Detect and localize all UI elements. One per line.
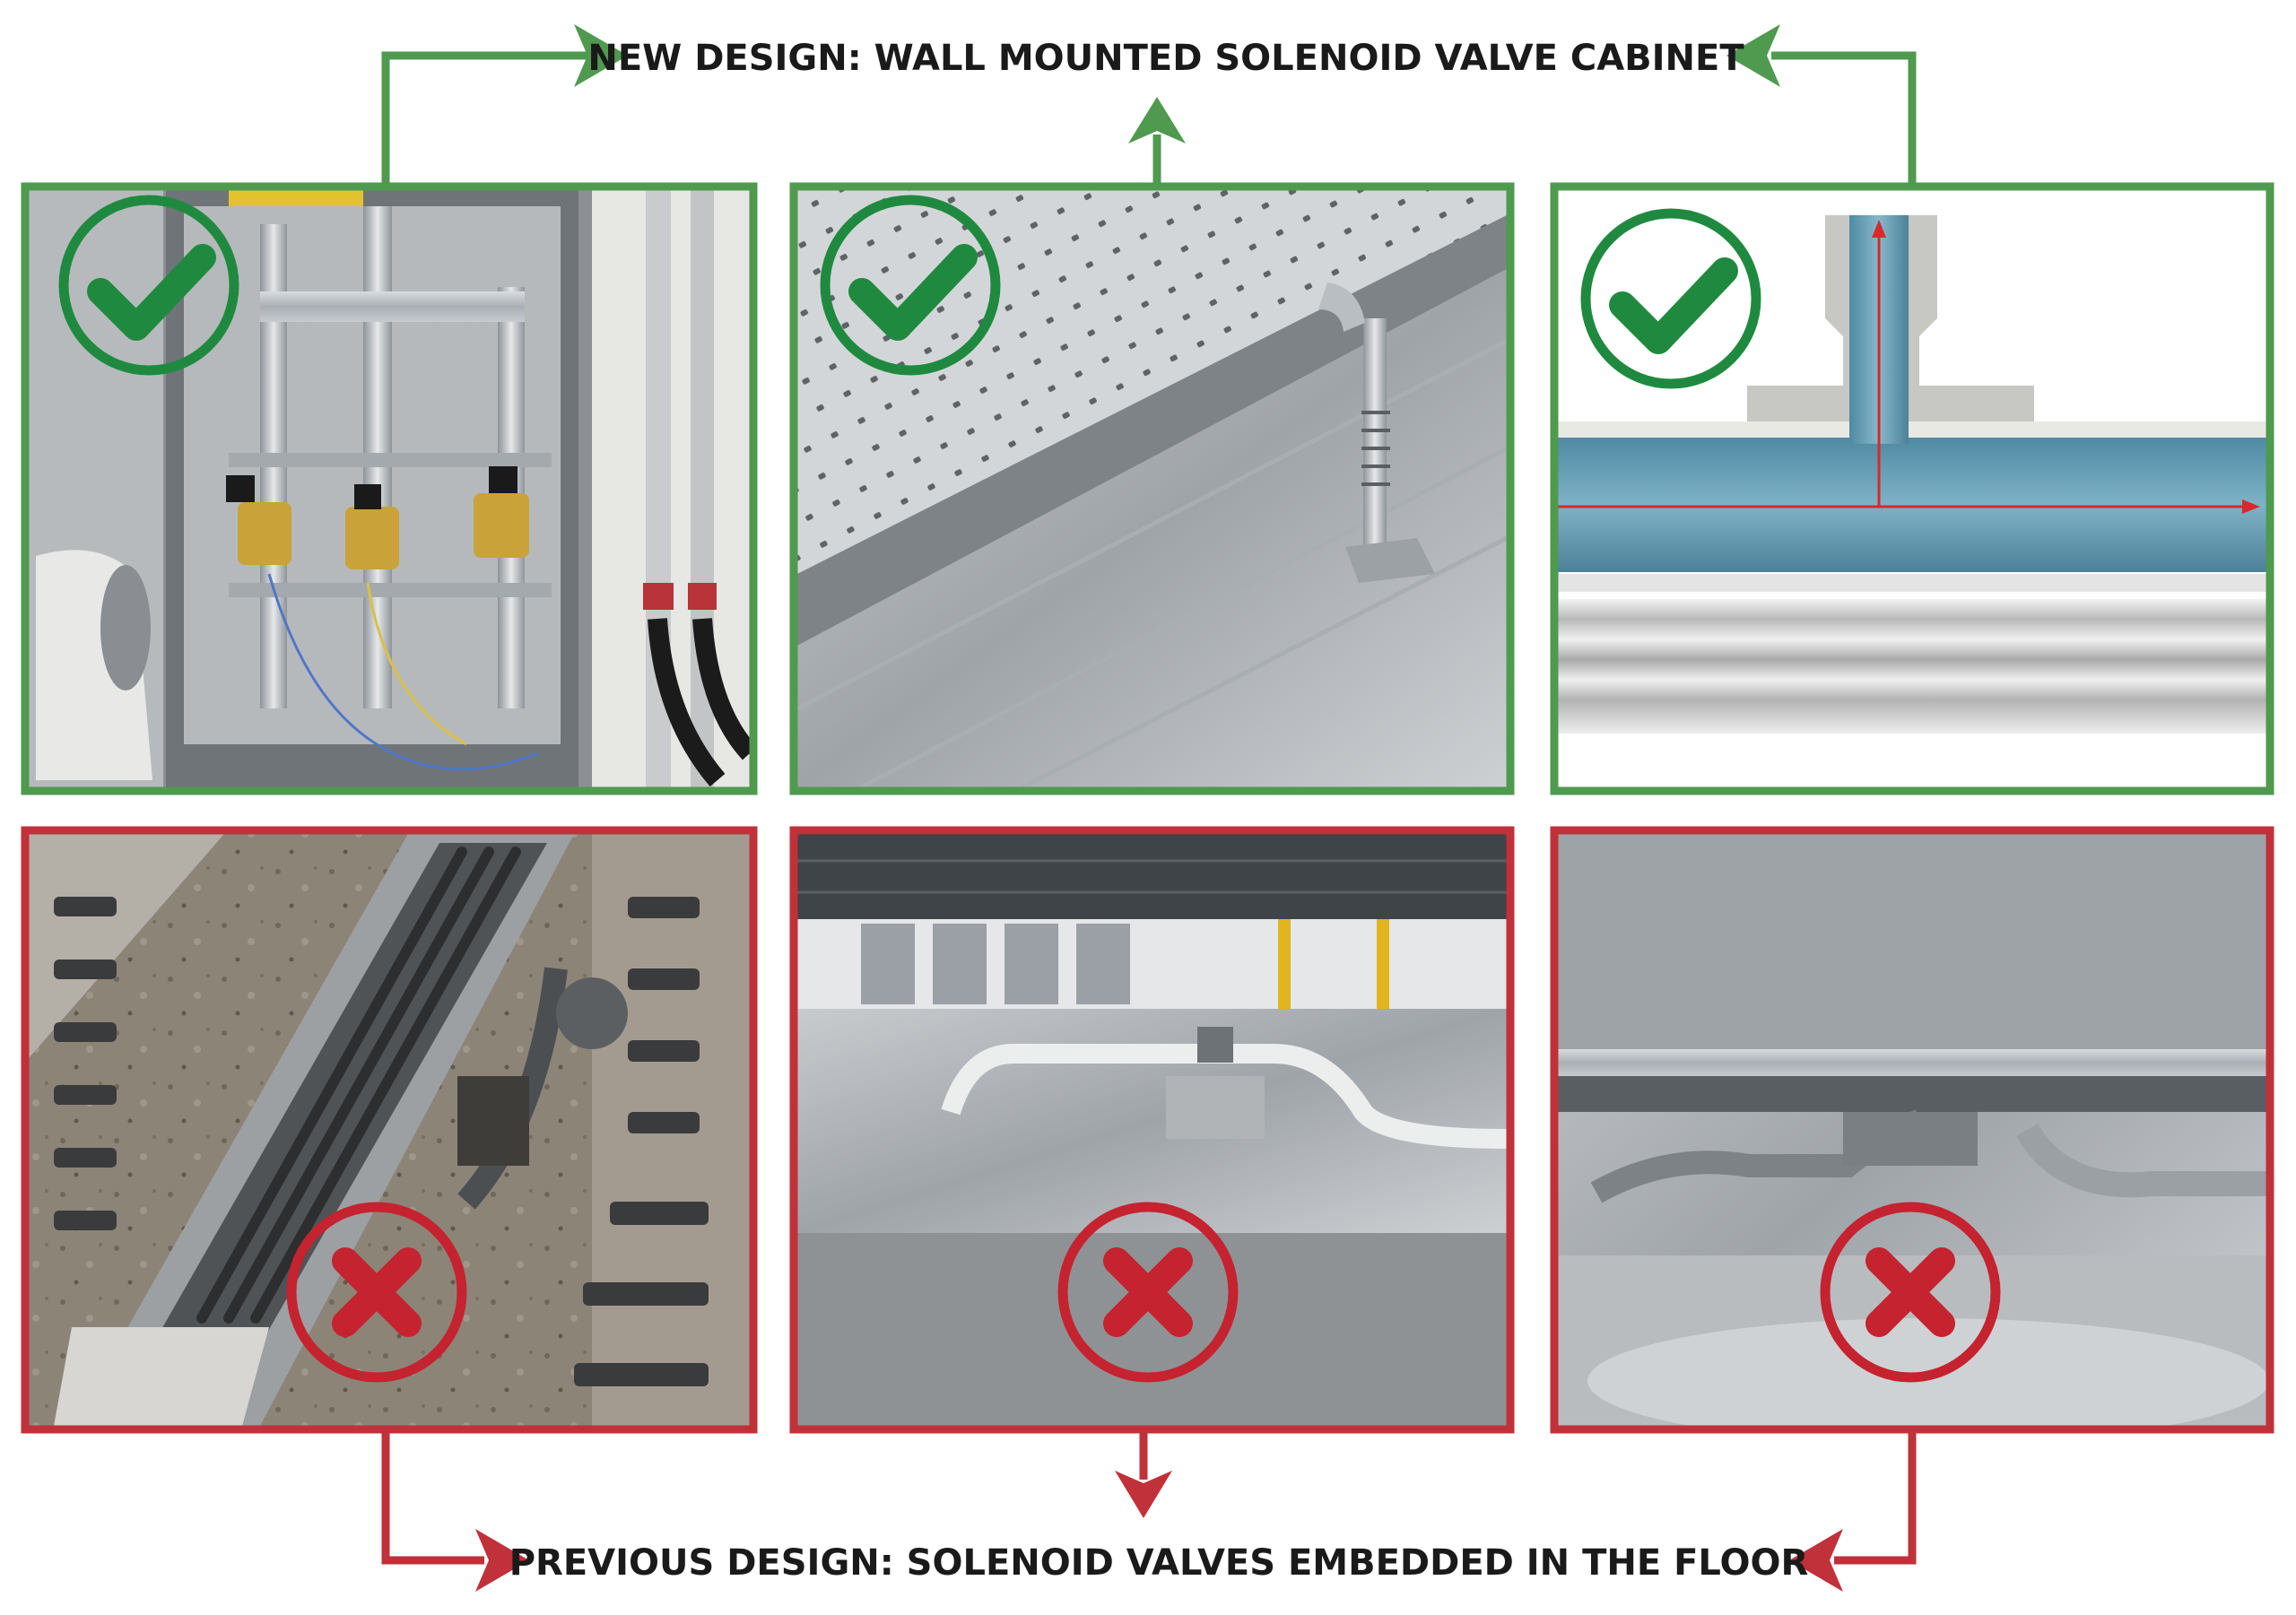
right-arrowhead-icon [1789, 1529, 1843, 1592]
x-icon [332, 1247, 422, 1337]
flow-arrow-up-icon [1872, 220, 1886, 238]
panel-wall-cabinet [21, 182, 758, 795]
left-arrowhead-icon [475, 1529, 529, 1592]
panel-frame [789, 826, 1515, 1434]
previous-design-connectors [381, 1433, 1917, 1565]
rejected-badge [1057, 1202, 1239, 1383]
left-connector-line [381, 51, 587, 184]
left-arrowhead-icon [574, 24, 628, 87]
panel-frame [789, 182, 1515, 795]
panel-grating-render [789, 182, 1515, 795]
new-design-connectors [381, 51, 1917, 184]
approved-badge [58, 195, 239, 376]
x-icon [1103, 1247, 1193, 1337]
checkmark-icon [87, 244, 216, 341]
left-connector-line [381, 1433, 484, 1565]
panel-frame [1550, 182, 2274, 795]
checkmark-icon [848, 244, 978, 341]
checkmark-icon [1609, 257, 1738, 354]
new-design-title: NEW DESIGN: WALL MOUNTED SOLENOID VALVE … [587, 38, 1744, 79]
right-connector-line [1834, 1433, 1917, 1565]
approved-badge [820, 195, 1001, 376]
panel-under-floor-pipes [1550, 826, 2274, 1434]
x-icon [1866, 1247, 1955, 1337]
rejected-badge [1820, 1202, 2001, 1383]
right-connector-line [1771, 51, 1917, 184]
previous-design-title: PREVIOUS DESIGN: SOLENOID VALVES EMBEDDE… [509, 1542, 1809, 1584]
rejected-badge [286, 1202, 467, 1383]
center-arrowhead-icon [1128, 97, 1186, 143]
panel-tee-cross-section [1550, 182, 2274, 795]
right-arrowhead-icon [1726, 24, 1780, 87]
panel-frame [21, 182, 758, 795]
center-arrowhead-icon [1115, 1471, 1172, 1518]
panel-floor-trench [21, 826, 758, 1434]
approved-badge [1580, 208, 1761, 389]
flow-arrow-right-icon [2242, 499, 2260, 514]
panel-frame [21, 826, 758, 1434]
panel-warehouse-floor [789, 826, 1515, 1434]
panel-frame [1550, 826, 2274, 1434]
